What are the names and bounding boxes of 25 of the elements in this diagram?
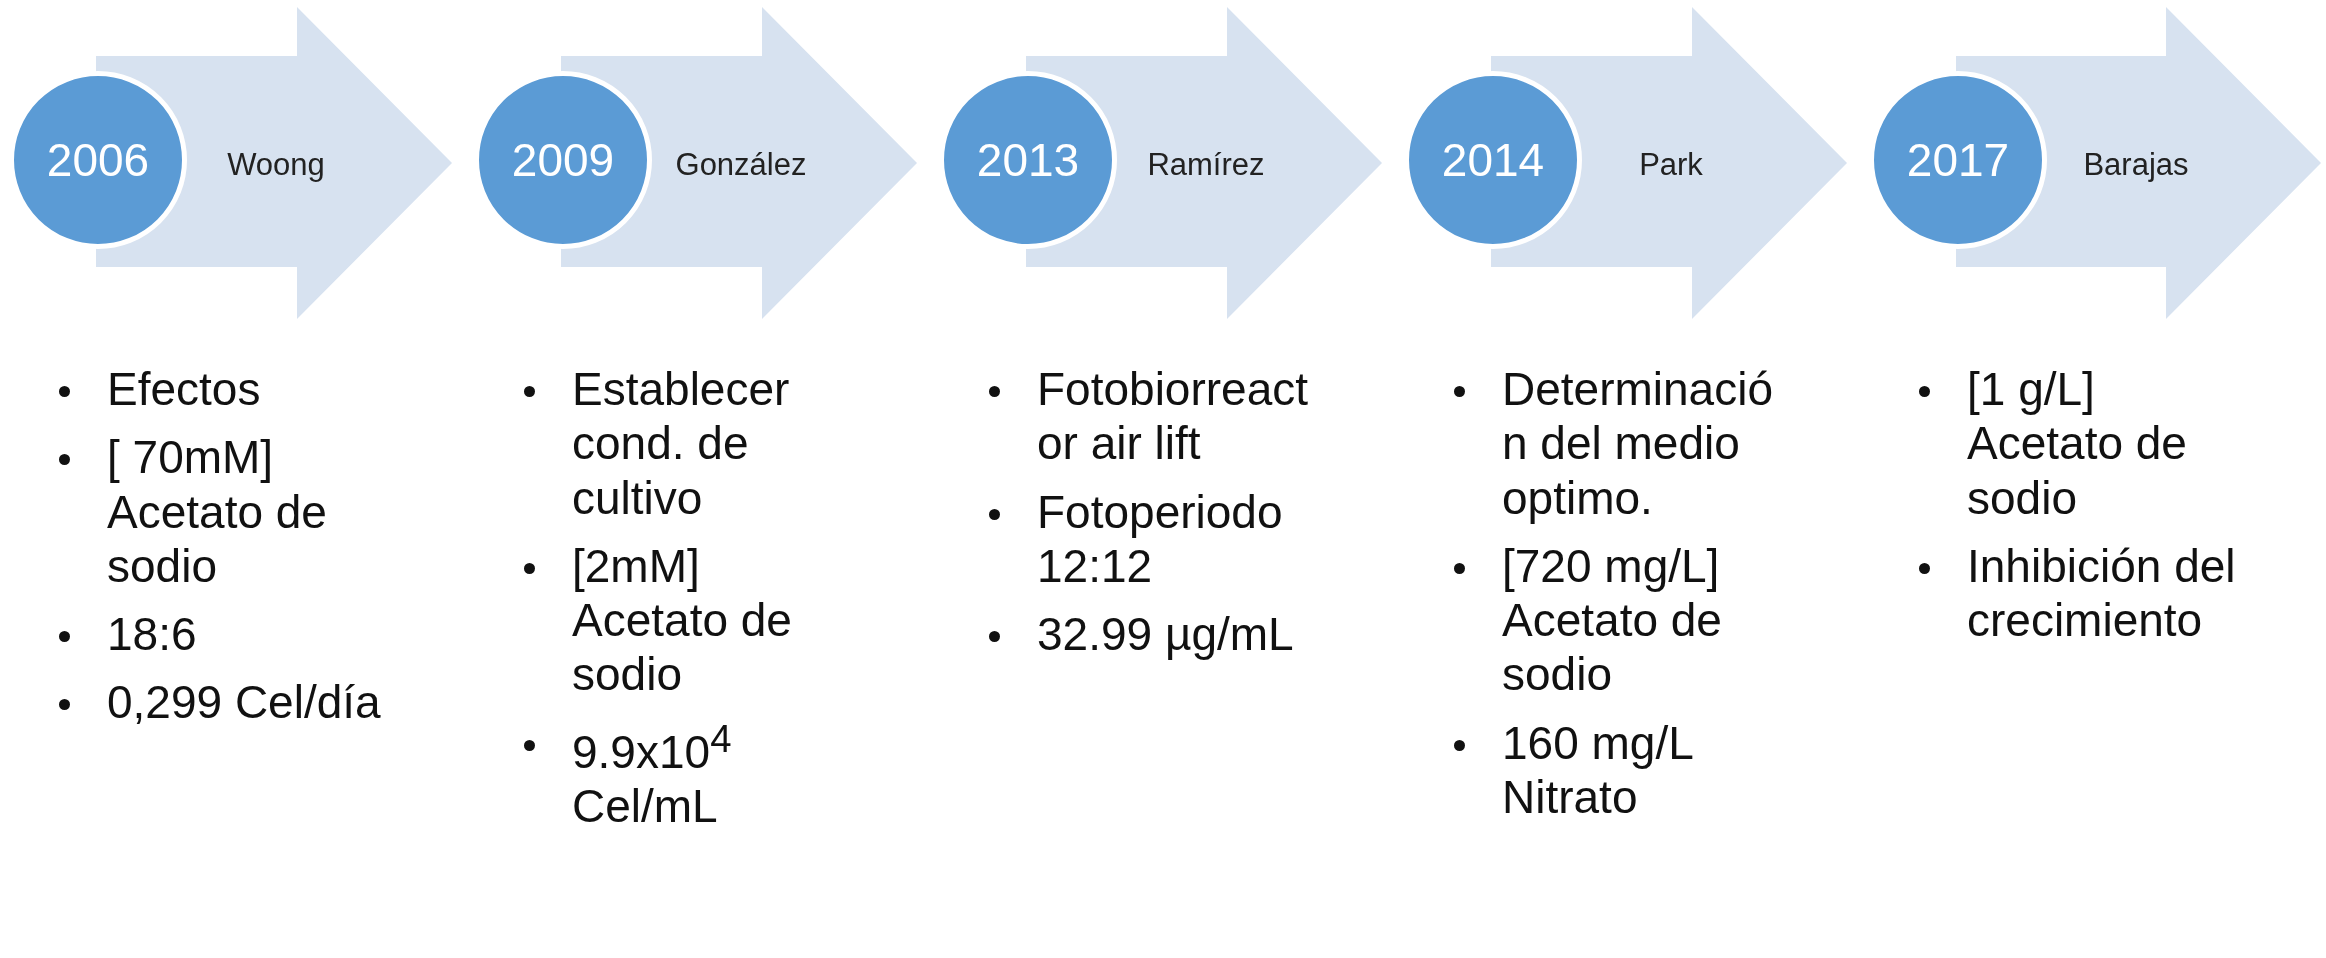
bullet-text: [720 mg/L] Acetato de sodio: [1502, 538, 1723, 702]
bullet-text: Establecer cond. de cultivo: [572, 362, 791, 525]
bullet-text: 9.9x10$^{4}$ Cel/mL: [572, 715, 733, 834]
year-text: 2017: [1906, 133, 2010, 187]
edge-label: Park: [1638, 147, 1704, 183]
year-text: 2006: [46, 133, 150, 187]
bullet-text: 18:6: [107, 607, 198, 662]
year-text: 2009: [511, 133, 615, 187]
year-text: 2014: [1441, 133, 1545, 187]
bullet-text: [2mM] Acetato de sodio: [572, 538, 793, 702]
edge-label: González: [674, 147, 808, 183]
bullet-text: 32.99 µg/mL: [1037, 607, 1295, 662]
bullet-text: 160 mg/L Nitrato: [1502, 715, 1694, 825]
edge-label: Ramírez: [1146, 147, 1266, 183]
year-text: 2013: [976, 133, 1080, 187]
edge-label: Woong: [226, 147, 326, 183]
edge-label: Barajas: [2082, 147, 2190, 183]
bullet-text: Inhibición del crecimiento: [1967, 538, 2237, 648]
bullet-text: 0,299 Cel/día: [107, 675, 382, 730]
bullet-text: Fotoperiodo 12:12: [1037, 484, 1284, 594]
bullet-text: Determinación del medio optimo.: [1502, 362, 1774, 525]
bullet-text: Fotobiorreactor air lift: [1037, 362, 1309, 471]
bullet-text: [1 g/L] Acetato de sodio: [1967, 362, 2188, 525]
bullet-text: [ 70mM] Acetato de sodio: [107, 430, 328, 594]
bullet-text: Efectos: [107, 362, 262, 417]
